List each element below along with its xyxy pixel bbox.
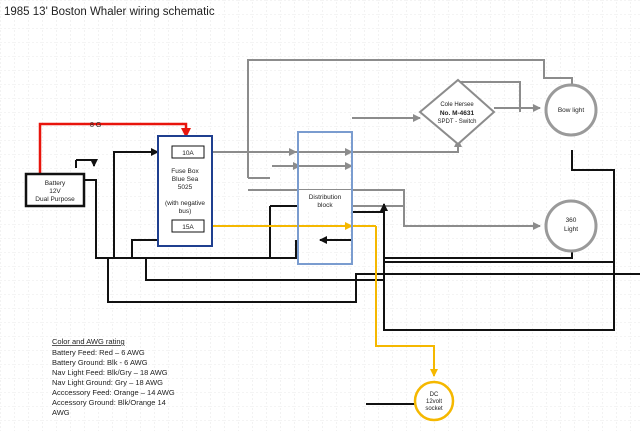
dc-socket-label-line3: socket bbox=[425, 406, 443, 412]
legend-item: Battery Ground: Blk - 6 AWG bbox=[52, 358, 148, 367]
fuse-box-label-line5: bus) bbox=[179, 208, 192, 215]
light-360: 360 Light bbox=[544, 199, 598, 253]
bow-light-label: Bow light bbox=[558, 107, 585, 114]
legend: Color and AWG rating Battery Feed: Red –… bbox=[52, 337, 175, 417]
legend-item: Nav Light Feed: Blk/Gry – 18 AWG bbox=[52, 368, 168, 377]
fuse-box-label-line3: 5025 bbox=[178, 184, 193, 191]
dc-socket-label-line1: DC bbox=[430, 392, 439, 398]
legend-item: Accessory Ground: Blk/Orange 14 bbox=[52, 398, 166, 407]
spdt-switch: Cole Hersee No. M-4631 SPDT - Switch bbox=[418, 78, 496, 146]
fuse-box-label-line4: (with negative bbox=[165, 200, 205, 207]
light-360-label-line2: Light bbox=[564, 226, 578, 233]
battery-ground-wire bbox=[84, 148, 159, 259]
switch-label-line1: Cole Hersee bbox=[440, 102, 474, 108]
dc-socket: DC 12volt socket bbox=[413, 380, 455, 422]
switch-to-360-wire bbox=[352, 205, 541, 230]
switch-label-line3: SPDT - Switch bbox=[438, 119, 477, 125]
legend-item: Battery Feed: Red – 6 AWG bbox=[52, 348, 145, 357]
fuse-box-label-line2: Blue Sea bbox=[172, 176, 199, 183]
distribution-label-line1: Distribution bbox=[309, 194, 342, 201]
switch-to-bow-light-wire bbox=[247, 59, 573, 178]
switch-label-line2: No. M-4631 bbox=[440, 110, 475, 117]
battery: Battery 12V Dual Purpose bbox=[24, 172, 86, 208]
battery-label-line3: Dual Purpose bbox=[35, 196, 75, 203]
bow-light: Bow light bbox=[544, 83, 598, 137]
battery-label-line2: 12V bbox=[49, 188, 61, 195]
fuse-15a bbox=[171, 219, 205, 233]
battery-feed-label: 8 G bbox=[90, 122, 101, 129]
light-360-label-line1: 360 bbox=[566, 217, 577, 224]
distribution-block: Distribution block bbox=[297, 131, 353, 265]
legend-item: Acccessory Feed: Orange – 14 AWG bbox=[52, 388, 175, 397]
battery-feed-wire bbox=[38, 122, 191, 174]
fuse-15a-label: 15A bbox=[182, 224, 194, 231]
dc-socket-label-line2: 12volt bbox=[426, 399, 442, 405]
legend-item: AWG bbox=[52, 408, 70, 417]
diagram-title: 1985 13' Boston Whaler wiring schematic bbox=[4, 6, 215, 18]
accessory-feed-wire bbox=[204, 222, 438, 377]
fuse-box-label-line1: Fuse Box bbox=[171, 168, 199, 175]
battery-label-line1: Battery bbox=[45, 180, 66, 187]
distribution-label-line2: block bbox=[317, 202, 333, 209]
legend-item: Nav Light Ground: Gry – 18 AWG bbox=[52, 378, 163, 387]
fuse-box-ground-bus bbox=[131, 239, 158, 258]
fuse-box: 10A Fuse Box Blue Sea 5025 (with negativ… bbox=[157, 135, 213, 247]
fuse-10a bbox=[171, 145, 205, 159]
fuse-10a-label: 10A bbox=[182, 150, 194, 157]
legend-heading: Color and AWG rating bbox=[52, 337, 125, 346]
